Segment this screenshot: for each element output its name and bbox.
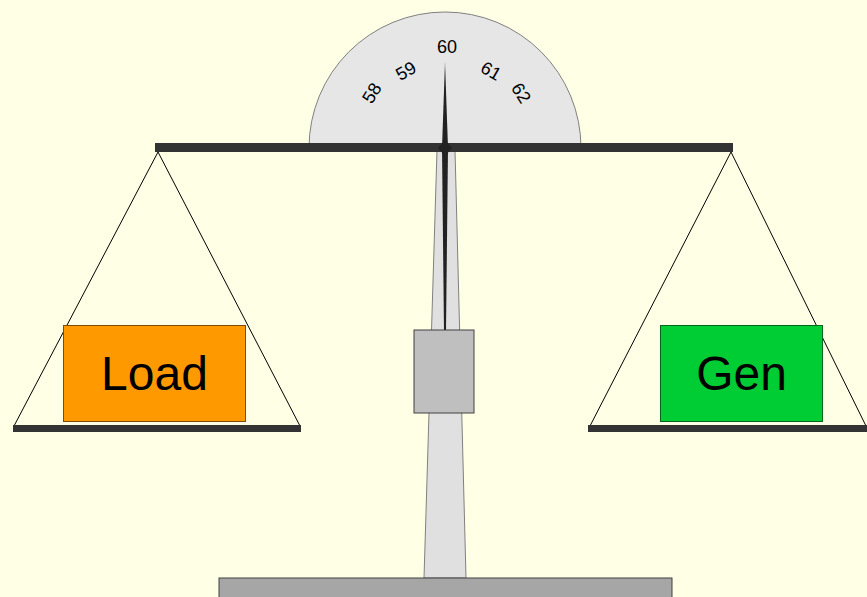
pivot [438, 140, 452, 156]
counterweight [414, 330, 474, 413]
load-box: Load [63, 325, 246, 422]
box-label: Gen [696, 350, 787, 398]
box-label: Load [101, 350, 208, 398]
pan [588, 425, 867, 432]
pan [13, 425, 301, 432]
base [219, 578, 672, 597]
needle [442, 62, 448, 332]
gen-box: Gen [660, 325, 823, 422]
dial-number: 60 [437, 38, 457, 56]
